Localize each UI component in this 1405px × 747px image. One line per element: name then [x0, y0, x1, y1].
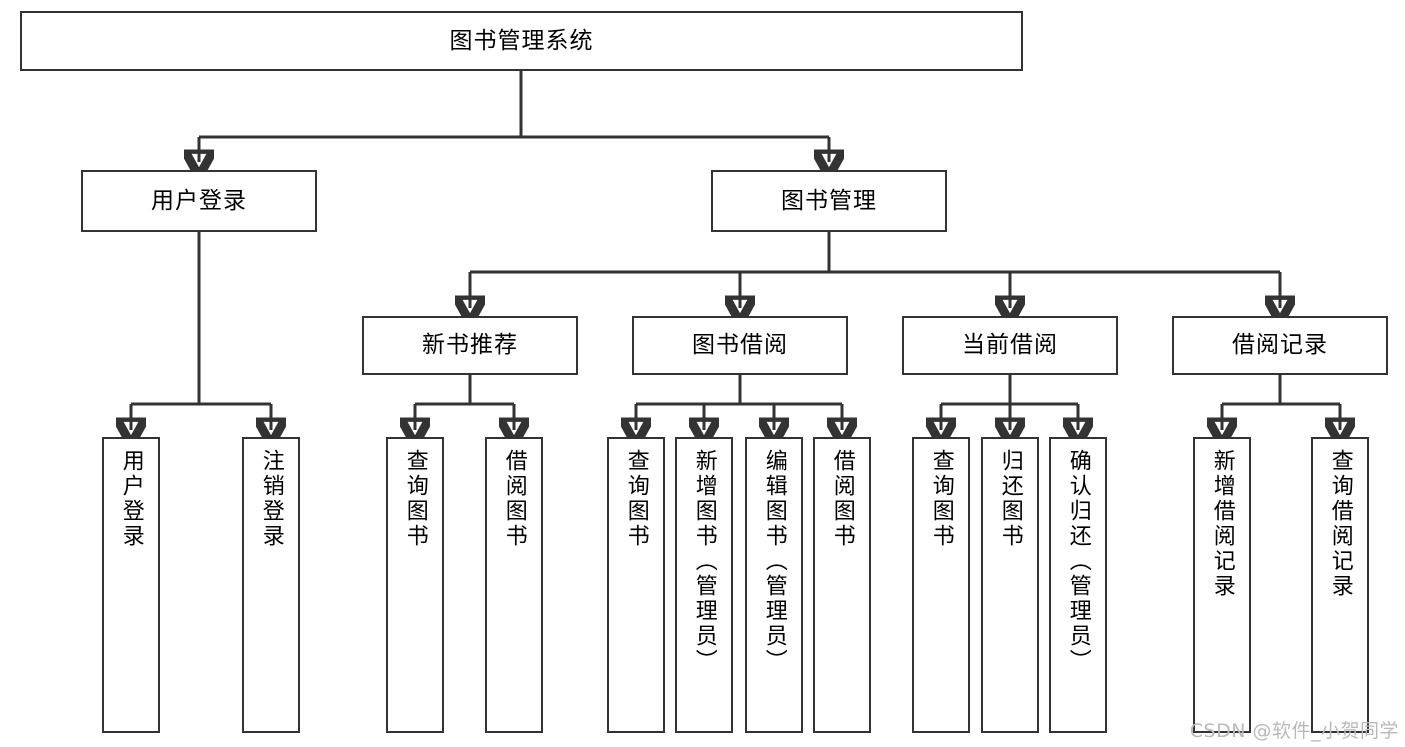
node-label: 确认归还（管理员）: [1065, 449, 1091, 674]
node-leaf-edit-book-admin[interactable]: 编辑图书（管理员）: [745, 437, 803, 733]
node-leaf-logout[interactable]: 注销登录: [242, 437, 300, 733]
node-label: 图书借阅: [692, 332, 788, 359]
node-label: 图书管理系统: [449, 27, 594, 54]
node-label: 归还图书: [997, 449, 1023, 549]
node-leaf-query-borrow-record[interactable]: 查询借阅记录: [1311, 437, 1369, 733]
node-borrow-record[interactable]: 借阅记录: [1172, 316, 1388, 375]
node-root-book-management-system[interactable]: 图书管理系统: [20, 11, 1023, 71]
node-label: 用户登录: [118, 449, 144, 549]
node-leaf-borrow-book-recommend[interactable]: 借阅图书: [485, 437, 543, 733]
node-leaf-query-book-recommend[interactable]: 查询图书: [386, 437, 444, 733]
node-book-management[interactable]: 图书管理: [711, 170, 947, 232]
node-leaf-confirm-return-admin[interactable]: 确认归还（管理员）: [1049, 437, 1107, 733]
node-label: 图书管理: [781, 187, 877, 214]
node-label: 新增借阅记录: [1209, 449, 1235, 599]
node-leaf-add-book-admin[interactable]: 新增图书（管理员）: [675, 437, 733, 733]
node-leaf-return-book[interactable]: 归还图书: [981, 437, 1039, 733]
node-book-borrow[interactable]: 图书借阅: [632, 316, 848, 375]
node-label: 查询图书: [402, 449, 428, 549]
node-leaf-borrow-book[interactable]: 借阅图书: [813, 437, 871, 733]
node-leaf-user-login[interactable]: 用户登录: [102, 437, 160, 733]
node-label: 查询借阅记录: [1327, 449, 1353, 599]
node-label: 借阅图书: [829, 449, 855, 549]
node-leaf-query-book-current[interactable]: 查询图书: [912, 437, 970, 733]
node-label: 编辑图书（管理员）: [761, 449, 787, 674]
watermark-text: CSDN @软件_小贺同学: [1189, 720, 1399, 742]
node-label: 查询图书: [928, 449, 954, 549]
node-label: 新增图书（管理员）: [691, 449, 717, 674]
node-label: 新书推荐: [422, 332, 518, 359]
node-label: 注销登录: [258, 449, 284, 549]
node-current-borrow[interactable]: 当前借阅: [902, 316, 1118, 375]
node-leaf-add-borrow-record[interactable]: 新增借阅记录: [1193, 437, 1251, 733]
node-leaf-query-book-borrow[interactable]: 查询图书: [607, 437, 665, 733]
node-label: 借阅记录: [1232, 332, 1328, 359]
node-user-login[interactable]: 用户登录: [81, 170, 317, 232]
node-label: 借阅图书: [501, 449, 527, 549]
node-label: 当前借阅: [962, 332, 1058, 359]
node-label: 用户登录: [151, 187, 247, 214]
node-new-book-recommend[interactable]: 新书推荐: [362, 316, 578, 375]
node-label: 查询图书: [623, 449, 649, 549]
